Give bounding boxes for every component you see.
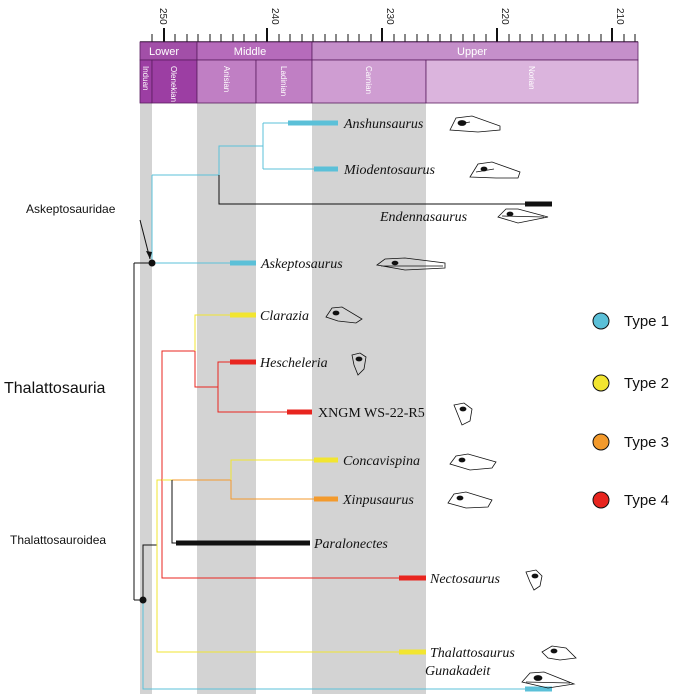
taxon-askeptosaurus: Askeptosaurus [260, 257, 343, 272]
taxon-gunakadeit: Gunakadeit [425, 664, 491, 679]
legend-label-type4: Type 4 [624, 492, 669, 509]
skull-endennasaurus-icon [497, 208, 549, 224]
legend-label-type1: Type 1 [624, 313, 669, 330]
branch-thalattosaurus [156, 545, 399, 653]
skull-askeptosaurus-icon [376, 257, 446, 271]
skull-clarazia-icon [325, 306, 363, 324]
range-bars [176, 120, 552, 692]
taxon-clarazia: Clarazia [260, 309, 309, 324]
clade-label-thalattosauroidea: Thalattosauroidea [10, 533, 106, 547]
legend-swatch-type3 [592, 433, 610, 451]
branch-upper-red [161, 350, 195, 480]
stage-norian [425, 59, 639, 104]
tick-label-250: 250 [157, 8, 168, 25]
stage-label-anisian: Anisian [222, 66, 231, 92]
stage-label-norian: Norian [527, 66, 536, 90]
taxon-paralonectes: Paralonectes [313, 537, 388, 552]
minor-ticks [151, 34, 636, 42]
stage-label-olenekian: Olenekian [169, 66, 178, 102]
tick-label-230: 230 [384, 8, 395, 25]
skull-nectosaurus-icon [525, 569, 543, 591]
legend-item-type4: Type 4 [592, 491, 669, 509]
branch-upper-group [156, 479, 162, 545]
branch-nectosaurus [161, 480, 399, 579]
branch-gunakadeit [142, 600, 525, 690]
band-induan [140, 103, 152, 694]
taxon-xngm: XNGM WS-22-R5 [318, 406, 425, 421]
taxon-nectosaurus: Nectosaurus [429, 572, 501, 587]
legend-label-type3: Type 3 [624, 434, 669, 451]
legend: Type 1 Type 2 Type 3 Type 4 [592, 312, 669, 509]
tick-label-220: 220 [499, 8, 510, 25]
clade-label-thalattosauria: Thalattosauria [4, 380, 105, 397]
stage-row: Induan Olenekian Anisian Ladinian Carnia… [139, 59, 639, 104]
branch-paralonectes [171, 480, 176, 544]
legend-swatch-type4 [592, 491, 610, 509]
askeptosauridae-arrowhead [146, 251, 152, 259]
stage-olenekian [151, 59, 198, 104]
legend-swatch-type1 [592, 312, 610, 330]
tree-branches [133, 122, 525, 690]
skull-hescheleria-icon [351, 352, 367, 376]
taxon-hescheleria: Hescheleria [259, 356, 328, 371]
branch-hesch [217, 361, 287, 413]
skull-thalattosaurus-icon [541, 645, 577, 661]
node-thalattosauroidea [139, 596, 147, 604]
branch-ansh-mio-blue [218, 145, 263, 175]
branch-thalattosauroidea [142, 544, 157, 600]
stage-label-induan: Induan [141, 66, 150, 90]
legend-label-type2: Type 2 [624, 375, 669, 392]
legend-swatch-type2 [592, 374, 610, 392]
band-anisian [197, 103, 256, 694]
taxon-labels: Anshunsaurus Miodentosaurus Endennasauru… [259, 117, 515, 679]
branch-askeptosauridae [151, 174, 230, 264]
clade-annotations: Askeptosauridae Thalattosauria Thalattos… [4, 202, 156, 604]
branch-ansh-mio [262, 122, 314, 170]
legend-item-type3: Type 3 [592, 433, 669, 451]
node-askeptosauridae [148, 259, 156, 267]
skull-anshunsaurus-icon [449, 115, 501, 133]
skull-xinpusaurus-icon [447, 491, 493, 509]
skull-concavispina-icon [449, 453, 497, 471]
clade-label-askeptosauridae: Askeptosauridae [26, 202, 116, 216]
band-carnian [312, 103, 426, 694]
legend-item-type1: Type 1 [592, 312, 669, 330]
major-ticks [163, 28, 613, 42]
stage-label-ladinian: Ladinian [279, 66, 288, 96]
epoch-label-upper: Upper [457, 46, 487, 58]
taxon-thalattosaurus: Thalattosaurus [430, 646, 515, 661]
skull-miodentosaurus-icon [469, 161, 521, 179]
skull-gunakadeit-icon [521, 671, 576, 689]
taxon-miodentosaurus: Miodentosaurus [343, 163, 436, 178]
epoch-row: Lower Middle Upper [139, 41, 639, 61]
time-bands [140, 103, 426, 694]
branch-xinpu [230, 480, 314, 500]
taxon-xinpusaurus: Xinpusaurus [342, 493, 414, 508]
tick-label-240: 240 [269, 8, 280, 25]
epoch-label-middle: Middle [234, 46, 266, 58]
stage-label-carnian: Carnian [364, 66, 373, 94]
skull-drawings [325, 115, 577, 689]
taxon-concavispina: Concavispina [343, 454, 420, 469]
epoch-label-lower: Lower [149, 46, 179, 58]
time-axis: 250 240 230 220 210 [140, 8, 638, 43]
taxon-endennasaurus: Endennasaurus [379, 210, 468, 225]
branch-hesch-group [194, 351, 218, 388]
branch-concav-group [162, 479, 176, 544]
branch-clarazia [194, 314, 230, 351]
legend-item-type2: Type 2 [592, 374, 669, 392]
taxon-anshunsaurus: Anshunsaurus [343, 117, 424, 132]
stage-anisian [196, 59, 257, 104]
tick-label-210: 210 [614, 8, 625, 25]
skull-xngm-icon [453, 402, 473, 426]
